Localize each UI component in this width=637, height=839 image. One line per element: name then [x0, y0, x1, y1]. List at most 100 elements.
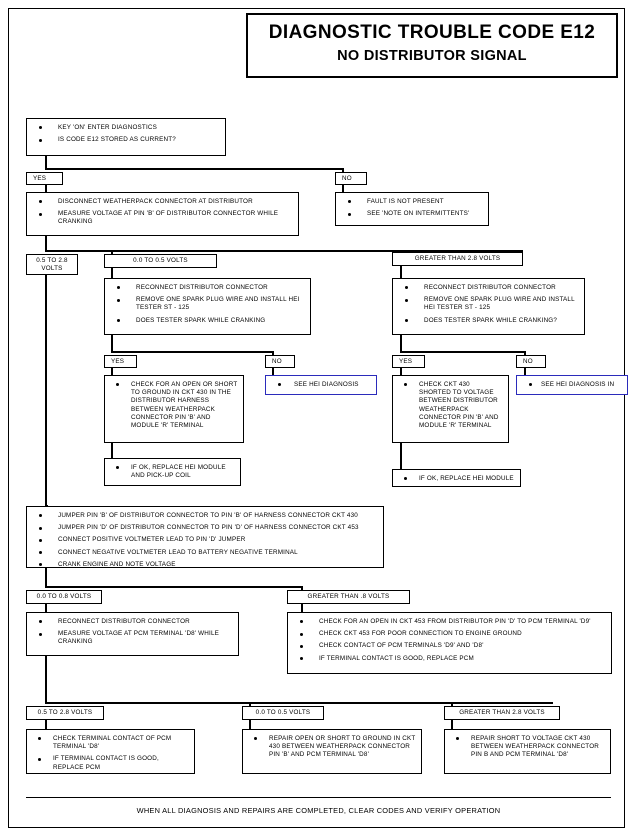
node-check-453-item-3: IF TERMINAL CONTACT IS GOOD, REPLACE PCM [292, 655, 606, 663]
line-jumper-stem [45, 568, 47, 588]
page-border [8, 8, 625, 828]
line-volt0005-down [111, 268, 113, 279]
node-reconnect-measure: RECONNECT DISTRIBUTOR CONNECTOR MEASURE … [26, 612, 239, 656]
tag-volt-00-05: 0.0 TO 0.5 VOLTS [104, 254, 217, 268]
line-to-volt-0005 [111, 250, 113, 255]
node-replace-module-item-0: IF OK, REPLACE HEI MODULE [397, 475, 515, 483]
line-check-to-replace-r [400, 443, 402, 471]
node-hei-test-right: RECONNECT DISTRIBUTOR CONNECTOR REMOVE O… [392, 278, 585, 335]
node-start: KEY 'ON' ENTER DIAGNOSTICS IS CODE E12 S… [26, 118, 226, 156]
tag-volt-00-08: 0.0 TO 0.8 VOLTS [26, 590, 102, 604]
line-no1-down [342, 185, 344, 193]
line-to-no2 [272, 351, 274, 356]
node-jumper-item-1: JUMPER PIN 'D' OF DISTRIBUTOR CONNECTOR … [31, 524, 378, 532]
node-hei-right-item-1: REMOVE ONE SPARK PLUG WIRE AND INSTALL H… [397, 296, 579, 312]
footer-divider [26, 797, 611, 799]
node-check-shorted-voltage: CHECK CKT 430 SHORTED TO VOLTAGE BETWEEN… [392, 375, 509, 443]
node-reconnect-measure-item-1: MEASURE VOLTAGE AT PCM TERMINAL 'D8' WHI… [31, 630, 233, 646]
line-voltgt08-down [301, 604, 303, 613]
line-bgt28-down [451, 720, 453, 730]
line-voltgt28-down [400, 266, 402, 279]
node-replace-module: IF OK, REPLACE HEI MODULE [392, 469, 521, 487]
node-check-open-453: CHECK FOR AN OPEN IN CKT 453 FROM DISTRI… [287, 612, 612, 674]
line-recon-stem [45, 656, 47, 704]
line-to-gt08 [301, 586, 303, 591]
line-to-no1 [342, 168, 344, 173]
line-volt0528-long [45, 275, 47, 507]
node-repair-short-voltage: REPAIR SHORT TO VOLTAGE CKT 430 BETWEEN … [444, 729, 611, 774]
node-repair-open-short-item-0: REPAIR OPEN OR SHORT TO GROUND IN CKT 43… [247, 735, 416, 760]
line-b0005-down [249, 720, 251, 730]
node-reconnect-measure-item-0: RECONNECT DISTRIBUTOR CONNECTOR [31, 618, 233, 626]
node-jumper-item-3: CONNECT NEGATIVE VOLTMETER LEAD TO BATTE… [31, 549, 378, 557]
line-disc-stem [45, 236, 47, 252]
node-disconnect-item-1: MEASURE VOLTAGE AT PIN 'B' OF DISTRIBUTO… [31, 210, 293, 226]
node-check-terminal-contact: CHECK TERMINAL CONTACT OF PCM TERMINAL '… [26, 729, 195, 774]
line-no2-down [272, 368, 274, 376]
tag-yes-1: YES [26, 172, 63, 185]
node-check-open-short: CHECK FOR AN OPEN OR SHORT TO GROUND IN … [104, 375, 244, 443]
node-check-453-item-2: CHECK CONTACT OF PCM TERMINALS 'D9' AND … [292, 642, 606, 650]
node-start-item-1: IS CODE E12 STORED AS CURRENT? [31, 136, 220, 144]
line-yes1-down [45, 185, 47, 193]
page-subtitle: NO DISTRIBUTOR SIGNAL [337, 48, 527, 64]
node-disconnect: DISCONNECT WEATHERPACK CONNECTOR AT DIST… [26, 192, 299, 236]
node-start-item-0: KEY 'ON' ENTER DIAGNOSTICS [31, 124, 220, 132]
line-check-to-replace [111, 443, 113, 460]
line-yes3-down [400, 368, 402, 376]
node-check-open-short-item-0: CHECK FOR AN OPEN OR SHORT TO GROUND IN … [109, 381, 238, 430]
tag-volt-gt-28: GREATER THAN 2.8 VOLTS [392, 252, 523, 266]
node-repair-open-short: REPAIR OPEN OR SHORT TO GROUND IN CKT 43… [242, 729, 422, 774]
node-check-terminal-item-1: IF TERMINAL CONTACT IS GOOD, REPLACE PCM [31, 755, 189, 771]
line-volt-split [45, 250, 523, 252]
node-see-hei-1: SEE HEI DIAGNOSIS [265, 375, 377, 395]
node-jumper-item-4: CRANK ENGINE AND NOTE VOLTAGE [31, 561, 378, 569]
node-disconnect-item-0: DISCONNECT WEATHERPACK CONNECTOR AT DIST… [31, 198, 293, 206]
tag-volt-05-28-b: 0.5 TO 2.8 VOLTS [26, 706, 104, 720]
tag-volt-gt-08: GREATER THAN .8 VOLTS [287, 590, 410, 604]
line-yes2-down [111, 368, 113, 376]
tag-yes-3: YES [392, 355, 425, 368]
node-check-453-item-1: CHECK CKT 453 FOR POOR CONNECTION TO ENG… [292, 630, 606, 638]
node-hei-mid-item-2: DOES TESTER SPARK WHILE CRANKING [109, 317, 305, 325]
node-fault-not-present: FAULT IS NOT PRESENT SEE 'NOTE ON INTERM… [335, 192, 489, 226]
tag-yes-2: YES [104, 355, 137, 368]
tag-no-1: NO [335, 172, 367, 185]
line-jumper-entry [45, 505, 48, 507]
node-fault-item-1: SEE 'NOTE ON INTERMITTENTS' [340, 210, 483, 218]
line-hei-mid-stem [111, 335, 113, 353]
tag-no-3: NO [516, 355, 546, 368]
line-to-b-0005 [249, 702, 251, 707]
node-hei-test-mid: RECONNECT DISTRIBUTOR CONNECTOR REMOVE O… [104, 278, 311, 335]
node-check-shorted-item-0: CHECK CKT 430 SHORTED TO VOLTAGE BETWEEN… [397, 381, 503, 430]
node-see-hei-2-item-0: SEE HEI DIAGNOSIS IN [521, 381, 622, 389]
node-hei-mid-item-0: RECONNECT DISTRIBUTOR CONNECTOR [109, 284, 305, 292]
line-to-b-gt28 [451, 702, 453, 707]
node-see-hei-1-item-0: SEE HEI DIAGNOSIS [270, 381, 371, 389]
tag-no-2: NO [265, 355, 295, 368]
node-check-453-item-0: CHECK FOR AN OPEN IN CKT 453 FROM DISTRI… [292, 618, 606, 626]
tag-volt-05-28: 0.5 TO 2.8 VOLTS [26, 254, 78, 275]
line-jumper-split [45, 586, 303, 588]
node-see-hei-2: SEE HEI DIAGNOSIS IN [516, 375, 628, 395]
page-title: DIAGNOSTIC TROUBLE CODE E12 [268, 22, 596, 43]
node-hei-mid-item-1: REMOVE ONE SPARK PLUG WIRE AND INSTALL H… [109, 296, 305, 312]
node-replace-module-coil: IF OK, REPLACE HEI MODULE AND PICK-UP CO… [104, 458, 241, 486]
line-hei-right-stem [400, 335, 402, 353]
line-start-stem [45, 156, 47, 170]
node-replace-module-coil-item-0: IF OK, REPLACE HEI MODULE AND PICK-UP CO… [109, 464, 235, 480]
line-to-no3 [524, 351, 526, 356]
tag-volt-gt-28-b: GREATER THAN 2.8 VOLTS [444, 706, 560, 720]
node-jumper-item-2: CONNECT POSITIVE VOLTMETER LEAD TO PIN '… [31, 536, 378, 544]
node-fault-item-0: FAULT IS NOT PRESENT [340, 198, 483, 206]
node-repair-short-voltage-item-0: REPAIR SHORT TO VOLTAGE CKT 430 BETWEEN … [449, 735, 605, 760]
line-bottom-split [45, 702, 553, 704]
title-block: DIAGNOSTIC TROUBLE CODE E12 NO DISTRIBUT… [246, 13, 618, 78]
line-volt0008-down [45, 604, 47, 613]
node-hei-right-item-2: DOES TESTER SPARK WHILE CRANKING? [397, 317, 579, 325]
node-check-terminal-item-0: CHECK TERMINAL CONTACT OF PCM TERMINAL '… [31, 735, 189, 751]
node-hei-right-item-0: RECONNECT DISTRIBUTOR CONNECTOR [397, 284, 579, 292]
line-hei-mid-split [111, 351, 274, 353]
line-b0528-down [45, 720, 47, 730]
